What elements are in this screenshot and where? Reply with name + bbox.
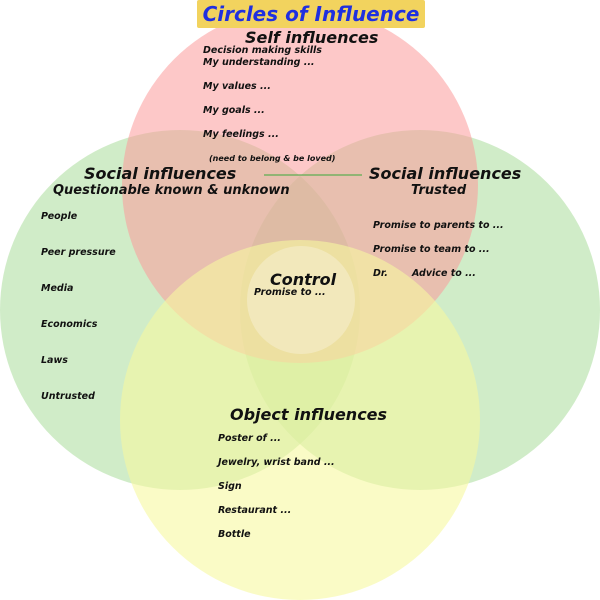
object-heading: Object influences xyxy=(230,405,388,424)
social-left-subheading: Questionable known & unknown xyxy=(53,183,290,198)
self-item: My goals ... xyxy=(203,105,265,116)
social-left-item: Media xyxy=(41,283,74,294)
social-left-item: People xyxy=(41,211,78,222)
control-heading: Control xyxy=(270,270,337,289)
object-circle xyxy=(120,240,480,600)
self-item: My values ... xyxy=(203,81,271,92)
social-left-item: Laws xyxy=(41,355,68,366)
object-item: Poster of ... xyxy=(218,433,281,444)
social-right-item: Promise to parents to ... xyxy=(373,220,504,231)
self-item: My feelings ... xyxy=(203,129,279,140)
object-item: Jewelry, wrist band ... xyxy=(218,457,335,468)
self-item: My understanding ... xyxy=(203,57,315,68)
self-note: (need to belong & be loved) xyxy=(209,154,336,163)
social-left-item: Peer pressure xyxy=(41,247,116,258)
self-item: Decision making skills xyxy=(203,45,322,56)
social-left-heading: Social influences xyxy=(84,164,237,183)
social-left-item: Economics xyxy=(41,319,98,330)
social-right-subheading: Trusted xyxy=(411,183,467,198)
control-item: Promise to ... xyxy=(254,287,326,298)
social-right-item: Advice to ... xyxy=(412,268,476,279)
diagram-title: Circles of Influence xyxy=(202,2,420,26)
object-item: Restaurant ... xyxy=(218,505,292,516)
social-right-heading: Social influences xyxy=(369,164,522,183)
social-right-item: Dr. xyxy=(373,268,388,279)
object-item: Sign xyxy=(218,481,242,492)
social-left-item: Untrusted xyxy=(41,391,95,402)
title-background xyxy=(197,0,425,28)
social-right-item: Promise to team to ... xyxy=(373,244,490,255)
self-heading: Self influences xyxy=(245,28,379,47)
control-circle xyxy=(247,246,355,354)
object-item: Bottle xyxy=(218,529,251,540)
